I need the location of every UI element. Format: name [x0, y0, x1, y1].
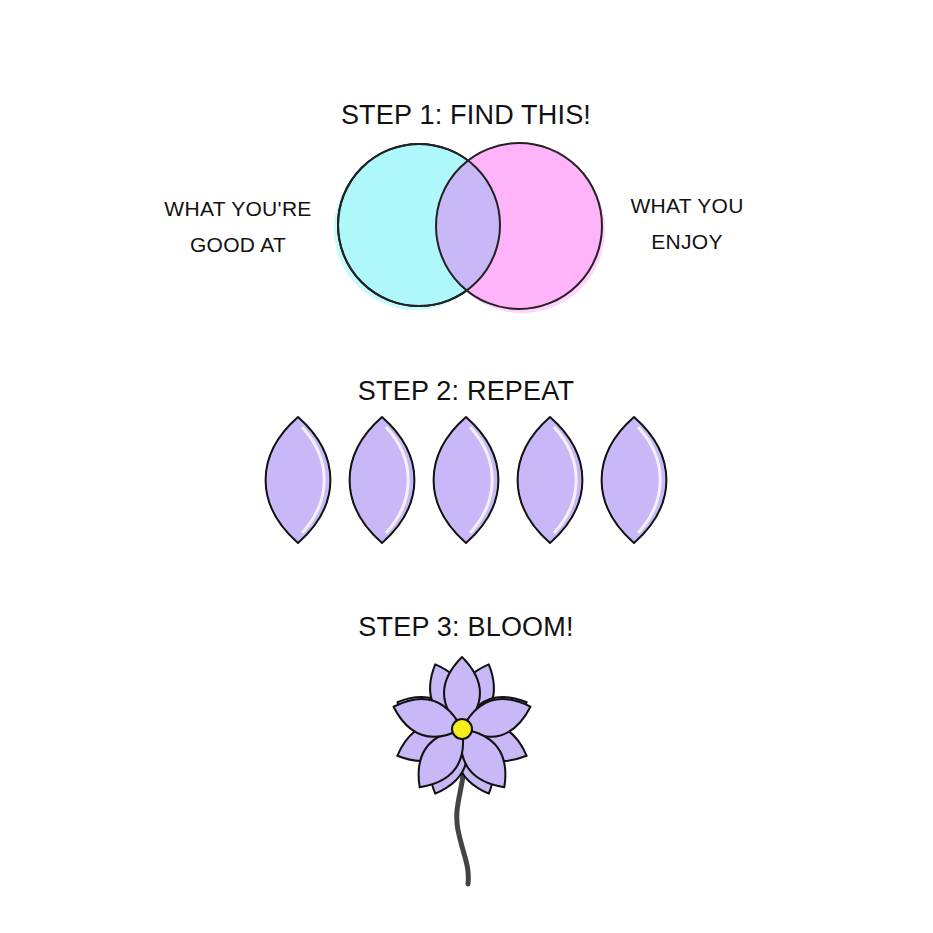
petal-highlight: [638, 427, 660, 533]
petal-highlight: [470, 427, 492, 533]
petal: [266, 417, 331, 543]
set-label: WHAT YOU'RE GOOD AT: [150, 191, 326, 263]
petal: [350, 417, 415, 543]
venn-circle: WHAT YOU ENJOY: [435, 142, 603, 310]
circle-outline: [436, 143, 602, 309]
petal-highlight: [302, 427, 324, 533]
petal: [434, 417, 499, 543]
step-heading: STEP 1: FIND THIS!: [341, 100, 591, 131]
step-heading: STEP 3: BLOOM!: [358, 612, 573, 643]
flower: [388, 657, 536, 884]
petal: [602, 417, 667, 543]
petal: [518, 417, 583, 543]
set-label: WHAT YOU ENJOY: [617, 188, 757, 260]
petal-row: [266, 417, 667, 543]
overlap-fill: [436, 143, 602, 309]
circle-fill: [436, 143, 602, 309]
flower-center: [452, 719, 472, 739]
petal-highlight: [554, 427, 576, 533]
circle-outline: [338, 144, 500, 306]
circle-outline: [435, 142, 603, 310]
step-heading: STEP 2: REPEAT: [358, 376, 574, 407]
petal-highlight: [386, 427, 408, 533]
